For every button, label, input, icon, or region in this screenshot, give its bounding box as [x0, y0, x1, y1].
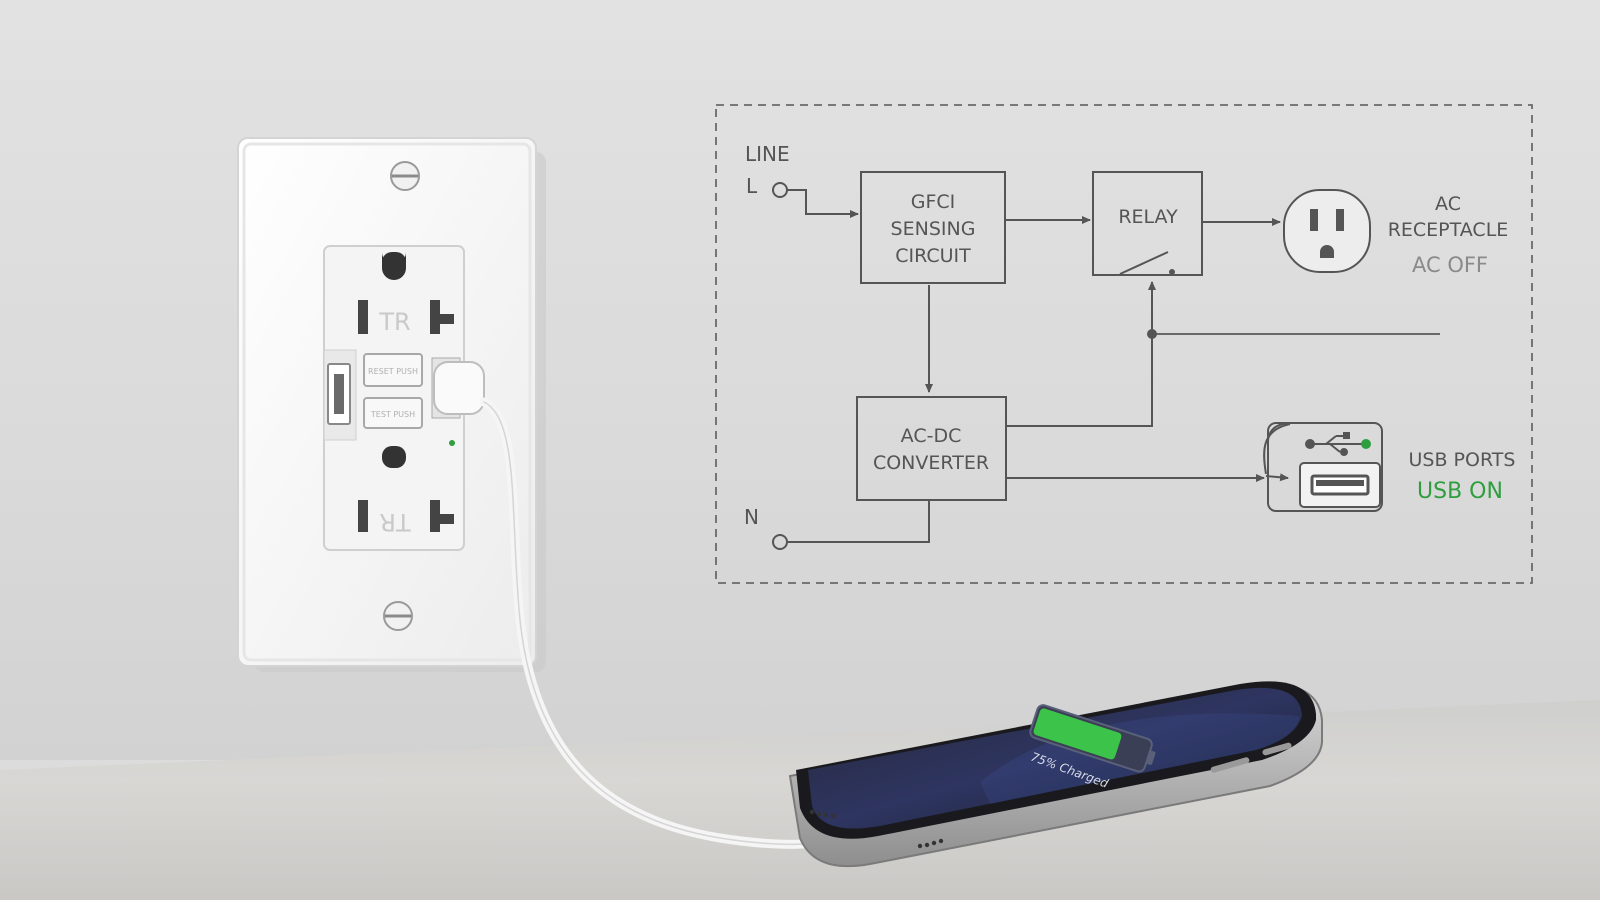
svg-text:TEST PUSH: TEST PUSH	[370, 410, 415, 419]
smartphone: 75% Charged	[788, 681, 1323, 868]
speaker-grille	[809, 809, 944, 849]
svg-text:AC-DC: AC-DC	[901, 425, 962, 447]
bottom-screw	[383, 601, 413, 631]
bottom-tr-mark: TR	[379, 508, 411, 536]
ac-status: AC OFF	[1412, 253, 1488, 277]
junction-dot	[1147, 329, 1157, 339]
status-led	[449, 440, 455, 446]
top-receptacle[interactable]: TR	[358, 252, 454, 336]
n-terminal-label: N	[744, 505, 759, 529]
svg-text:CONVERTER: CONVERTER	[873, 452, 989, 474]
relay-block: RELAY	[1092, 171, 1203, 276]
ac-dc-converter-block: AC-DC CONVERTER	[856, 396, 1007, 501]
n-terminal	[772, 534, 788, 550]
svg-text:RELAY: RELAY	[1118, 206, 1178, 228]
top-tr-mark: TR	[378, 308, 410, 336]
gfci-sensing-block: GFCI SENSING CIRCUIT	[860, 171, 1006, 284]
l-terminal	[772, 182, 788, 198]
svg-text:RESET PUSH: RESET PUSH	[368, 367, 418, 376]
usb-status: USB ON	[1417, 479, 1503, 504]
battery-indicator	[1029, 704, 1156, 773]
ac-receptacle-label-1: AC	[1435, 193, 1461, 215]
power-button[interactable]	[1262, 742, 1292, 756]
diagram-border	[715, 104, 1533, 584]
usb-symbol-icon	[1305, 432, 1362, 456]
volume-button[interactable]	[1210, 757, 1250, 774]
top-screw	[390, 161, 420, 191]
ac-receptacle-label-2: RECEPTACLE	[1388, 219, 1509, 241]
diagram-wires	[787, 189, 1291, 543]
circuit-diagram: LINE L N GFCI SENSING CIRCUIT	[715, 104, 1533, 584]
cable-plug-outlet	[433, 361, 485, 415]
phone-screen[interactable]	[808, 687, 1302, 829]
svg-text:CIRCUIT: CIRCUIT	[895, 245, 971, 267]
usb-port-icon	[1267, 422, 1383, 512]
bottom-receptacle[interactable]: TR	[358, 446, 454, 536]
ac-receptacle-icon	[1283, 189, 1371, 273]
usb-ports-label: USB PORTS	[1409, 449, 1516, 471]
svg-text:GFCI: GFCI	[911, 191, 956, 213]
reset-button[interactable]: RESET PUSH	[363, 353, 423, 387]
line-label: LINE	[745, 142, 790, 166]
svg-text:SENSING: SENSING	[891, 218, 976, 240]
test-button[interactable]: TEST PUSH	[363, 397, 423, 429]
usb-active-dot	[1361, 439, 1371, 449]
l-terminal-label: L	[746, 174, 758, 198]
gfci-outlet: TR RESET PUSH TEST PUSH TR	[237, 137, 546, 672]
